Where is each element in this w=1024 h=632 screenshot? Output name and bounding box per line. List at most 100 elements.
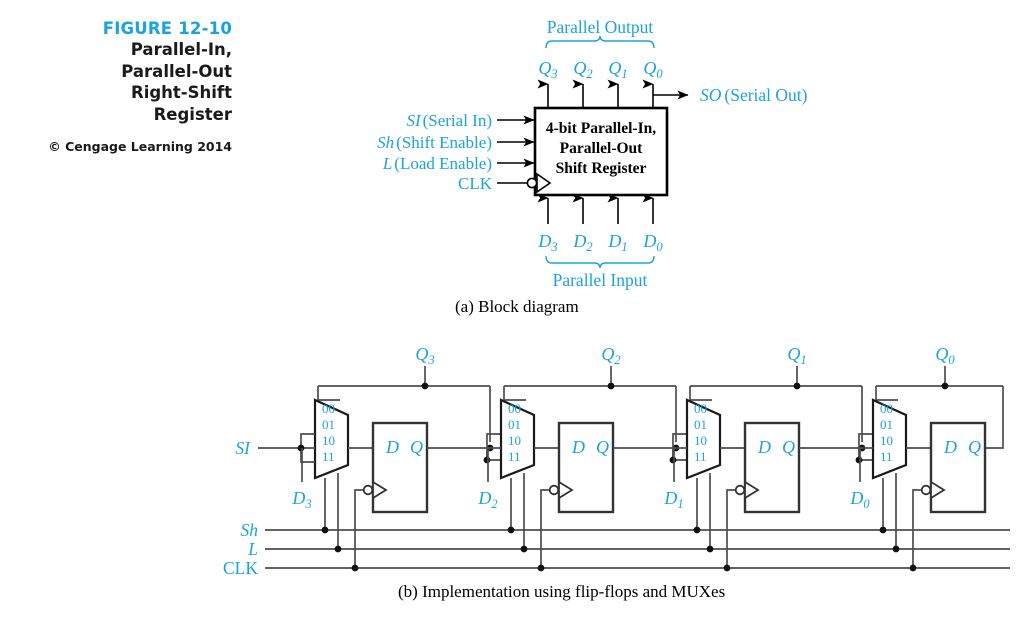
implementation-diagram: Q3 00 01 10 11 SI D3	[223, 344, 1010, 578]
mux-q2[interactable]	[499, 398, 536, 480]
q0-ff-out-riser	[985, 386, 1004, 449]
ff-q0-clk-wire	[912, 489, 921, 568]
input-label-l: L(Load Enable)	[382, 154, 492, 173]
ff-q2-q-label: Q	[596, 437, 609, 457]
si-to-mux01	[300, 433, 315, 448]
mux-q1[interactable]	[685, 398, 722, 480]
d3-label: D3	[291, 488, 311, 511]
si-label: SI	[235, 438, 251, 458]
clk-dot-1	[351, 564, 359, 572]
parallel-input-label: Parallel Input	[553, 270, 648, 290]
ff-q1-q-label: Q	[782, 437, 795, 457]
ff-q2-clock-triangle-icon	[558, 480, 574, 500]
input-label-d2: D2	[572, 231, 592, 254]
serial-out-label: SO(Serial Out)	[700, 85, 808, 105]
figure-number: FIGURE 12-10	[102, 19, 232, 38]
block-parallel-input-arrows	[537, 193, 654, 224]
clock-bubble-icon	[526, 177, 538, 189]
stage-q2: Q2 00 01 10 11 D2 D Q	[477, 344, 687, 568]
clock-triangle-icon	[536, 172, 552, 194]
ff-q1-d-label: D	[757, 437, 771, 457]
output-label-q1: Q1	[608, 58, 627, 81]
control-bus: Sh L CLK	[223, 520, 1010, 578]
clk-dot-2	[537, 564, 545, 572]
caption-b: (b) Implementation using flip-flops and …	[398, 582, 726, 601]
flipflop-q0[interactable]	[929, 421, 987, 514]
q2-junction-dot	[607, 382, 615, 390]
input-label-d0: D0	[642, 231, 663, 254]
mux-q2-sel-10: 10	[508, 433, 521, 448]
flipflop-q2[interactable]	[557, 421, 615, 514]
mux-q1-sel-10: 10	[694, 433, 707, 448]
q1-feedback-to-mux00	[689, 386, 712, 401]
flipflop-q3[interactable]	[371, 421, 429, 514]
flipflop-q1[interactable]	[743, 421, 801, 514]
q3-next-junction-dot	[483, 456, 491, 464]
output-label-q0: Q0	[643, 58, 663, 81]
q3-feedback-to-mux00	[317, 386, 340, 401]
d0-label: D0	[849, 488, 870, 511]
q0-feedback-to-mux00	[875, 386, 898, 401]
q1-to-next-01	[858, 433, 873, 460]
ff-q3-d-label: D	[385, 437, 399, 457]
mux-q2-sel-00: 00	[508, 401, 521, 416]
figure-title-line-2: Parallel-Out	[121, 61, 232, 81]
l-dot-3	[706, 545, 714, 553]
ff-q0-clock-bubble-icon	[920, 484, 932, 496]
q1-next-junction-dot	[855, 456, 863, 464]
figure-title-line-1: Parallel-In,	[130, 40, 232, 59]
mux-q0-sel-01: 01	[880, 417, 893, 432]
ff-q0-clock-triangle-icon	[930, 480, 946, 500]
mux-q1-sel-00: 00	[694, 401, 707, 416]
figure-title-line-3: Right-Shift	[130, 83, 232, 102]
figure-caption-block: FIGURE 12-10 Parallel-In, Parallel-Out R…	[0, 18, 232, 154]
parallel-input-brace	[545, 255, 655, 269]
mux-q0-sel-11: 11	[880, 449, 893, 464]
ff-q2-d-label: D	[571, 437, 585, 457]
ff-q0-d-label: D	[943, 437, 957, 457]
q0-junction-dot	[941, 382, 949, 390]
sh-dot-1	[321, 526, 329, 534]
q2-feedback-to-mux00	[503, 386, 526, 401]
mux-q1-sel-01: 01	[694, 417, 707, 432]
stage-q0: Q0 00 01 10 11 D0 D Q	[849, 344, 1004, 568]
sh-dot-2	[507, 526, 515, 534]
mux-q2-sel-11: 11	[508, 449, 521, 464]
ff-q3-clk-wire	[354, 489, 363, 568]
l-dot-4	[892, 545, 900, 553]
ff-q1-clk-wire	[726, 489, 735, 568]
mux-q3[interactable]	[313, 398, 350, 480]
q3-junction-dot	[421, 382, 429, 390]
d2-label: D2	[477, 488, 497, 511]
q0-label: Q0	[935, 344, 955, 367]
box-text-line-2: Parallel-Out	[560, 140, 643, 157]
mux-q0[interactable]	[871, 398, 908, 480]
input-label-sh: Sh(Shift Enable)	[377, 133, 492, 152]
q2-label: Q2	[601, 344, 620, 367]
clk-dot-3	[723, 564, 731, 572]
sh-dot-4	[879, 526, 887, 534]
l-dot-1	[334, 545, 342, 553]
stage-q3: Q3 00 01 10 11 SI D3	[235, 344, 501, 568]
ff-q3-clock-triangle-icon	[372, 480, 388, 500]
l-dot-2	[520, 545, 528, 553]
block-input-d-labels: D3 D2 D1 D0	[537, 231, 663, 254]
output-label-q2: Q2	[573, 58, 592, 81]
parallel-output-label: Parallel Output	[547, 17, 654, 37]
shift-register-box	[533, 106, 669, 197]
caption-a: (a) Block diagram	[455, 297, 579, 316]
mux-q1-sel-11: 11	[694, 449, 707, 464]
mux-q3-sel-01: 01	[322, 417, 335, 432]
clk-bus-label: CLK	[223, 558, 258, 578]
d1-label: D1	[663, 488, 683, 511]
ff-q0-q-label: Q	[968, 437, 981, 457]
block-output-arrows	[537, 79, 654, 108]
figure-credit: © Cengage Learning 2014	[48, 139, 232, 154]
figure-title-line-4: Register	[153, 104, 232, 124]
q2-next-junction-dot	[669, 456, 677, 464]
block-input-arrows	[497, 115, 535, 184]
parallel-output-brace	[545, 35, 655, 49]
q3-to-next-01	[486, 433, 501, 460]
ff-q2-clk-wire	[540, 489, 549, 568]
block-diagram: Parallel Output Q3 Q2 Q1 Q0	[377, 17, 808, 290]
